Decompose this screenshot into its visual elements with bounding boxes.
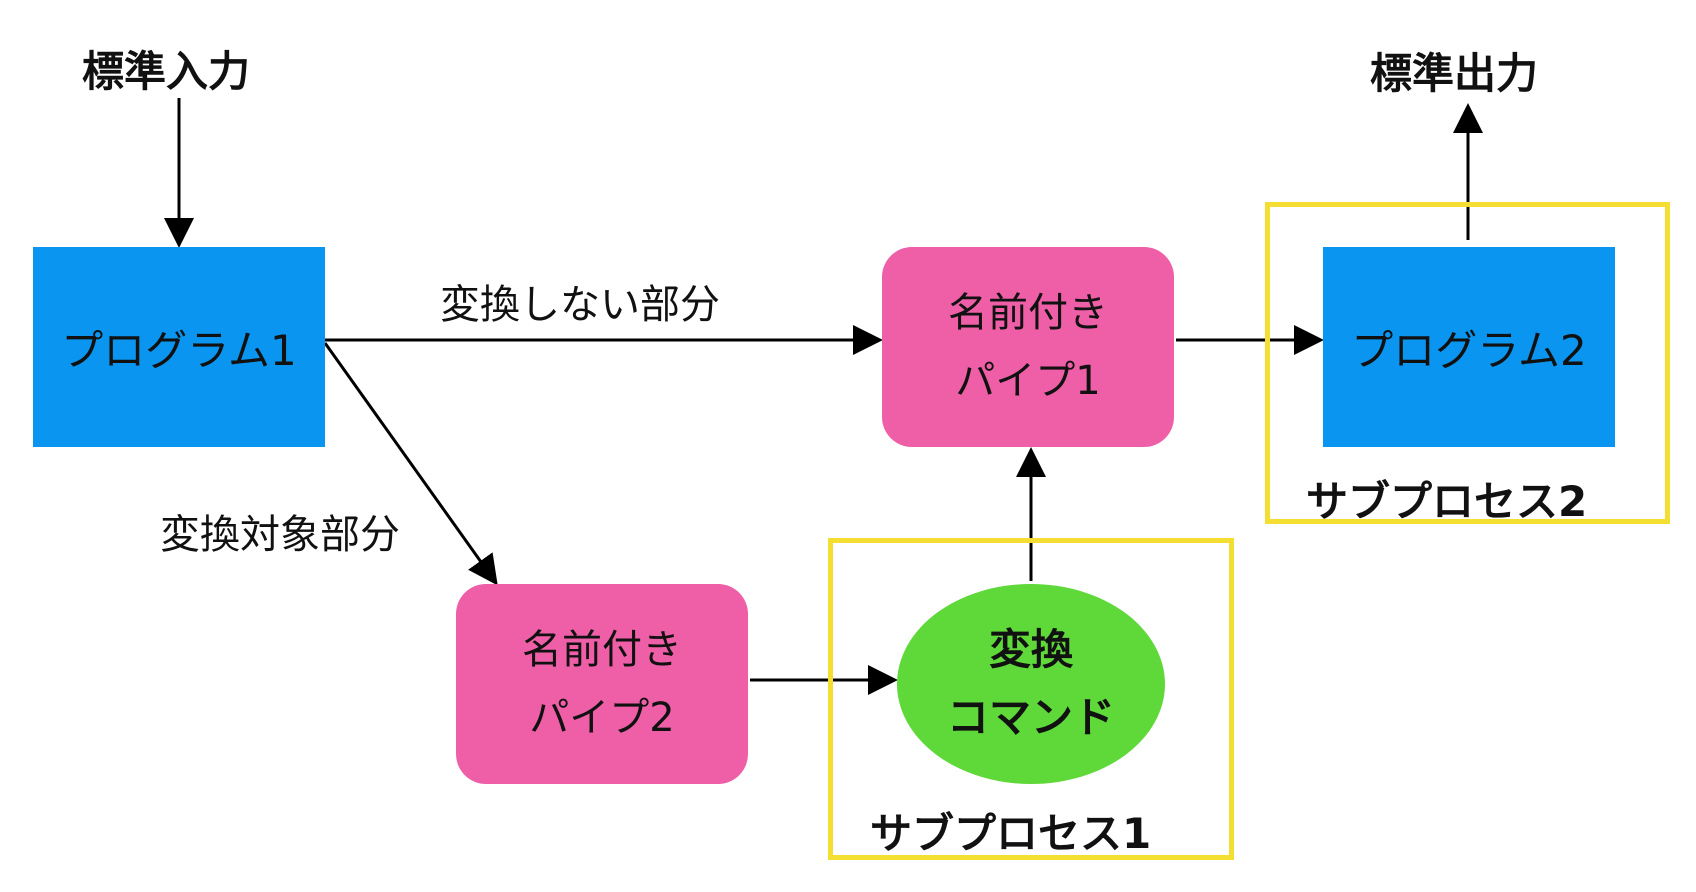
named-pipe1-line2: パイプ1 bbox=[955, 358, 1101, 404]
subprocess1-frame bbox=[828, 538, 1234, 860]
program1-label: プログラム1 bbox=[61, 325, 297, 375]
transform-command-line2: コマンド bbox=[946, 693, 1115, 742]
named-pipe1-node: 名前付き パイプ1 bbox=[882, 247, 1174, 447]
named-pipe2-line2: パイプ2 bbox=[529, 695, 675, 741]
subprocess2-label: サブプロセス2 bbox=[1306, 477, 1588, 526]
stdout-label: 標準出力 bbox=[1370, 49, 1539, 98]
stdin-label: 標準入力 bbox=[82, 47, 251, 96]
transform-target-part-label: 変換対象部分 bbox=[160, 512, 400, 558]
program2-label: プログラム2 bbox=[1351, 325, 1587, 375]
untransformed-part-label: 変換しない部分 bbox=[440, 282, 720, 328]
transform-command-node: 変換 コマンド bbox=[897, 584, 1165, 784]
named-pipe1-line1: 名前付き bbox=[948, 290, 1108, 336]
named-pipe2-node: 名前付き パイプ2 bbox=[456, 584, 748, 784]
arrow-program1-to-pipe2 bbox=[323, 342, 498, 586]
program2-node: プログラム2 bbox=[1323, 247, 1615, 447]
program1-node: プログラム1 bbox=[33, 247, 325, 447]
subprocess1-label: サブプロセス1 bbox=[870, 809, 1152, 858]
named-pipe2-line1: 名前付き bbox=[522, 627, 682, 673]
transform-command-line1: 変換 bbox=[988, 625, 1073, 674]
subprocess2-frame bbox=[1265, 202, 1670, 524]
